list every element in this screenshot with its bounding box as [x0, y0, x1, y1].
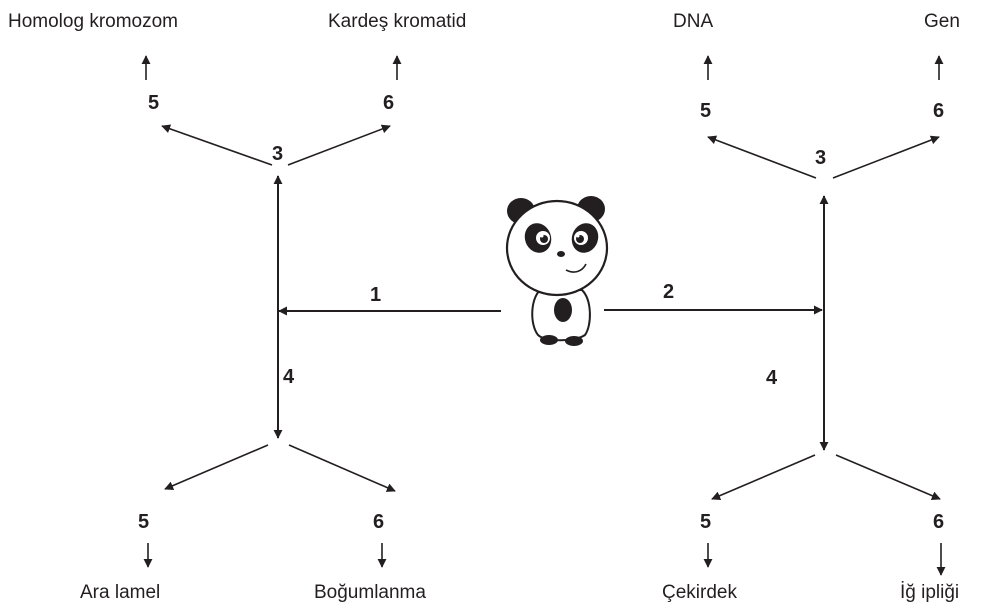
label-dna: DNA — [673, 11, 713, 32]
label-kardes-kromatid: Kardeş kromatid — [328, 11, 466, 32]
number-2: 2 — [663, 281, 674, 303]
number-6-right-bottom: 6 — [933, 511, 944, 533]
right-top-branch-right — [832, 135, 940, 179]
number-3-left: 3 — [272, 143, 283, 165]
panda-icon — [505, 196, 609, 346]
label-gen: Gen — [924, 11, 960, 32]
number-6-right-top: 6 — [933, 100, 944, 122]
number-4-left: 4 — [283, 366, 295, 388]
label-ara-lamel: Ara lamel — [80, 582, 160, 603]
right-top-branch-left — [707, 135, 817, 179]
number-5-left-bottom: 5 — [138, 511, 149, 533]
label-ig-ipligi: İğ ipliği — [900, 582, 959, 603]
left-bottom-branch-left — [164, 444, 269, 490]
left-bottom-branch-right — [288, 444, 396, 492]
label-homolog-kromozom: Homolog kromozom — [8, 11, 178, 32]
label-cekirdek: Çekirdek — [662, 582, 737, 603]
number-1: 1 — [370, 284, 381, 306]
number-4-right: 4 — [766, 367, 778, 389]
label-bogumlanma: Boğumlanma — [314, 582, 426, 603]
number-5-right-bottom: 5 — [700, 511, 711, 533]
number-6-left-bottom: 6 — [373, 511, 384, 533]
right-bottom-branch-left — [711, 454, 816, 500]
number-5-left-top: 5 — [148, 92, 159, 114]
number-5-right-top: 5 — [700, 100, 711, 122]
number-6-left-top: 6 — [383, 92, 394, 114]
number-3-right: 3 — [815, 147, 826, 169]
left-top-branch-right — [287, 124, 391, 166]
right-bottom-branch-right — [835, 454, 941, 500]
left-top-branch-left — [161, 124, 273, 166]
